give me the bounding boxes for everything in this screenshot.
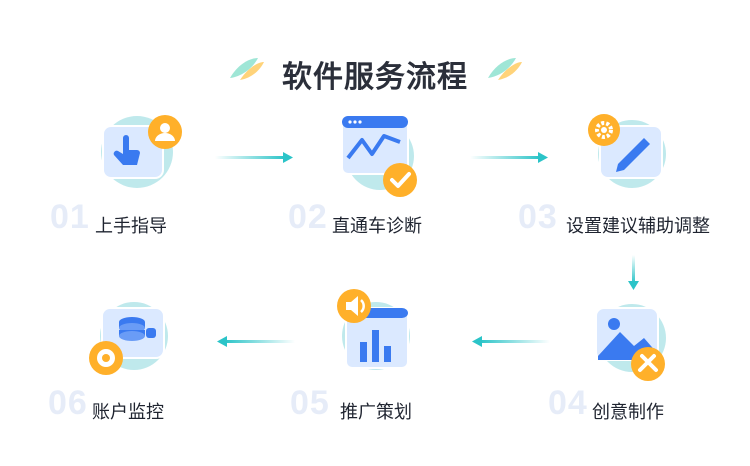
step-label: 推广策划 [340, 402, 412, 423]
bar-chart-speaker-icon [337, 289, 410, 370]
hand-touch-icon [101, 115, 182, 188]
step-number: 03 [518, 198, 558, 236]
image-creative-icon [595, 304, 666, 381]
arrow-right-2 [470, 152, 548, 163]
arrow-left-1 [217, 336, 295, 347]
settings-pen-icon [588, 114, 666, 188]
step-label: 直通车诊断 [332, 216, 422, 237]
step-number: 05 [290, 384, 330, 422]
arrow-down [628, 255, 639, 290]
step-05: 05 推广策划 [290, 286, 510, 436]
step-label: 创意制作 [592, 402, 664, 423]
database-monitor-icon [89, 302, 168, 375]
step-04: 04 创意制作 [548, 298, 750, 448]
page-title: 软件服务流程 [282, 60, 468, 95]
leaf-decor-icon-right [488, 58, 522, 80]
leaf-decor-icon [230, 58, 264, 80]
step-label: 设置建议辅助调整 [566, 216, 710, 237]
step-03: 03 设置建议辅助调整 [518, 112, 738, 262]
step-06: 06 账户监控 [48, 296, 268, 446]
trend-chart-icon [341, 115, 417, 197]
step-number: 04 [548, 384, 588, 422]
step-number: 02 [288, 198, 328, 236]
title-area: 软件服务流程 [0, 46, 750, 96]
step-label: 上手指导 [95, 216, 167, 237]
step-number: 06 [48, 384, 88, 422]
step-02: 02 直通车诊断 [288, 112, 508, 262]
step-number: 01 [50, 198, 90, 236]
arrow-left-2 [472, 336, 550, 347]
step-01: 01 上手指导 [50, 112, 270, 262]
step-label: 账户监控 [92, 402, 164, 423]
arrow-right-1 [215, 152, 293, 163]
